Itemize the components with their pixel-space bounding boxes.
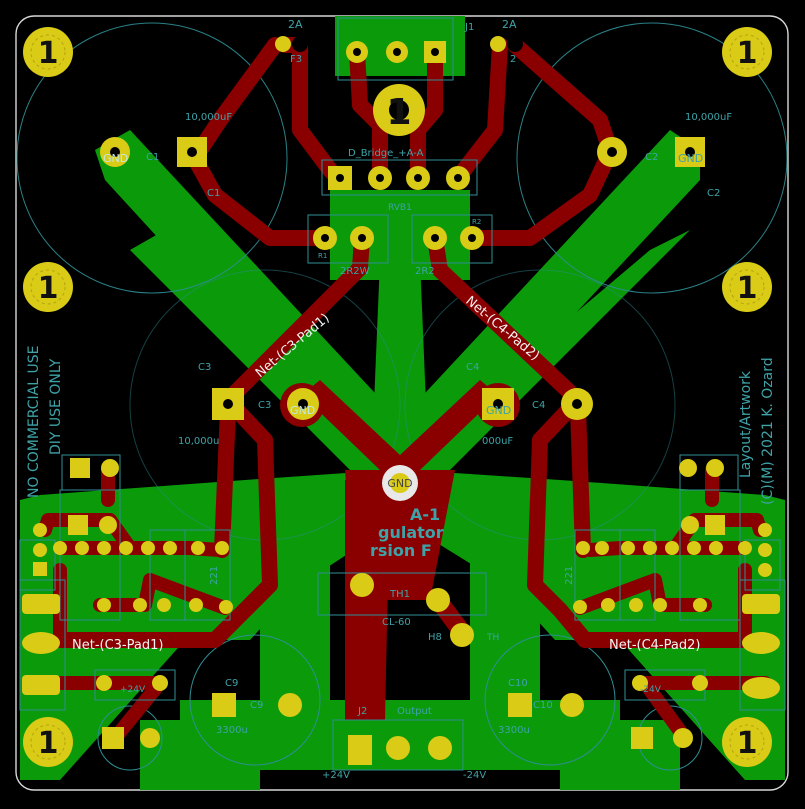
svg-text:C1: C1 (146, 152, 159, 163)
svg-text:GND: GND (387, 477, 412, 490)
svg-text:C9: C9 (250, 700, 263, 711)
svg-text:C3: C3 (258, 400, 271, 411)
svg-text:+24V: +24V (120, 685, 146, 695)
svg-text:C3: C3 (198, 362, 211, 373)
mounting-hole-top-right: 1 (722, 27, 772, 77)
svg-text:10,000uF: 10,000uF (685, 112, 732, 123)
svg-text:10,000uF: 10,000uF (185, 112, 232, 123)
svg-text:2R2W: 2R2W (340, 266, 370, 277)
svg-text:A-1: A-1 (410, 505, 440, 524)
svg-text:gulator: gulator (378, 523, 444, 542)
svg-text:1: 1 (38, 726, 59, 761)
mounting-hole-bottom-left: 1 (23, 717, 73, 767)
svg-text:3300u: 3300u (216, 725, 248, 736)
svg-text:-24V: -24V (640, 685, 662, 695)
svg-text:Layout/Artwork: Layout/Artwork (738, 370, 754, 478)
svg-text:GND: GND (103, 152, 128, 165)
svg-text:D_Bridge_+A-A: D_Bridge_+A-A (348, 148, 424, 159)
svg-text:3300u: 3300u (498, 725, 530, 736)
mounting-hole-mid-left: 1 (23, 262, 73, 312)
svg-text:TH1: TH1 (389, 589, 410, 600)
copper-tracks (33, 37, 772, 745)
capacitor-outlines (16, 22, 788, 771)
svg-text:2: 2 (510, 54, 516, 65)
svg-text:2A: 2A (502, 18, 517, 31)
svg-text:221: 221 (209, 566, 220, 585)
svg-text:+24V: +24V (322, 770, 350, 781)
mounting-hole-mid-right: 1 (722, 262, 772, 312)
svg-text:NO COMMERCIAL USE: NO COMMERCIAL USE (26, 346, 42, 498)
svg-text:10,000u: 10,000u (178, 436, 219, 447)
svg-text:GND: GND (678, 152, 703, 165)
svg-text:GND: GND (486, 404, 511, 417)
svg-text:GND: GND (290, 404, 315, 417)
svg-text:TH: TH (486, 633, 499, 643)
svg-text:2A: 2A (288, 18, 303, 31)
svg-text:DIY USE ONLY: DIY USE ONLY (48, 358, 64, 455)
svg-text:Net-(C3-Pad1): Net-(C3-Pad1) (72, 638, 163, 653)
svg-text:1: 1 (737, 271, 758, 306)
svg-text:C10: C10 (508, 678, 528, 689)
svg-text:2R2: 2R2 (415, 266, 435, 277)
pads (22, 36, 780, 765)
svg-text:J2: J2 (357, 706, 367, 717)
svg-text:H8: H8 (428, 632, 442, 643)
svg-text:Output: Output (397, 706, 432, 717)
component-outlines (19, 17, 786, 771)
svg-text:R1: R1 (318, 252, 327, 260)
svg-text:221: 221 (564, 566, 575, 585)
svg-text:1: 1 (38, 271, 59, 306)
svg-text:F3: F3 (290, 54, 302, 65)
silkscreen-labels: 2A 2A F3 2 J1 10,000uF C1 C1 GND 10,000u… (103, 18, 732, 781)
svg-text:Net-(C4-Pad2): Net-(C4-Pad2) (609, 638, 700, 653)
svg-text:C1: C1 (207, 188, 220, 199)
svg-text:C2: C2 (707, 188, 720, 199)
svg-text:C9: C9 (225, 678, 238, 689)
svg-text:1: 1 (737, 726, 758, 761)
svg-text:C4: C4 (532, 400, 545, 411)
svg-text:000uF: 000uF (482, 436, 513, 447)
mounting-hole-center-top: 1 (386, 92, 411, 133)
svg-text:1: 1 (386, 92, 411, 133)
svg-text:C2: C2 (645, 152, 658, 163)
svg-text:CL-60: CL-60 (382, 617, 411, 628)
svg-text:1: 1 (737, 36, 758, 71)
mounting-holes: 1 1 1 1 1 1 1 (23, 27, 772, 767)
svg-text:rsion F: rsion F (370, 541, 432, 560)
svg-text:-24V: -24V (463, 770, 486, 781)
svg-text:1: 1 (38, 36, 59, 71)
svg-text:J1: J1 (464, 22, 474, 33)
svg-text:C4: C4 (466, 362, 479, 373)
mounting-hole-top-left: 1 (23, 27, 73, 77)
side-notes: NO COMMERCIAL USE DIY USE ONLY Layout/Ar… (26, 346, 776, 505)
svg-text:(C)(M) 2021 K. Ozard: (C)(M) 2021 K. Ozard (760, 357, 776, 505)
mounting-hole-bottom-right: 1 (722, 717, 772, 767)
svg-text:R2: R2 (472, 218, 481, 226)
svg-text:RVB1: RVB1 (388, 203, 412, 213)
svg-text:C10: C10 (533, 700, 553, 711)
